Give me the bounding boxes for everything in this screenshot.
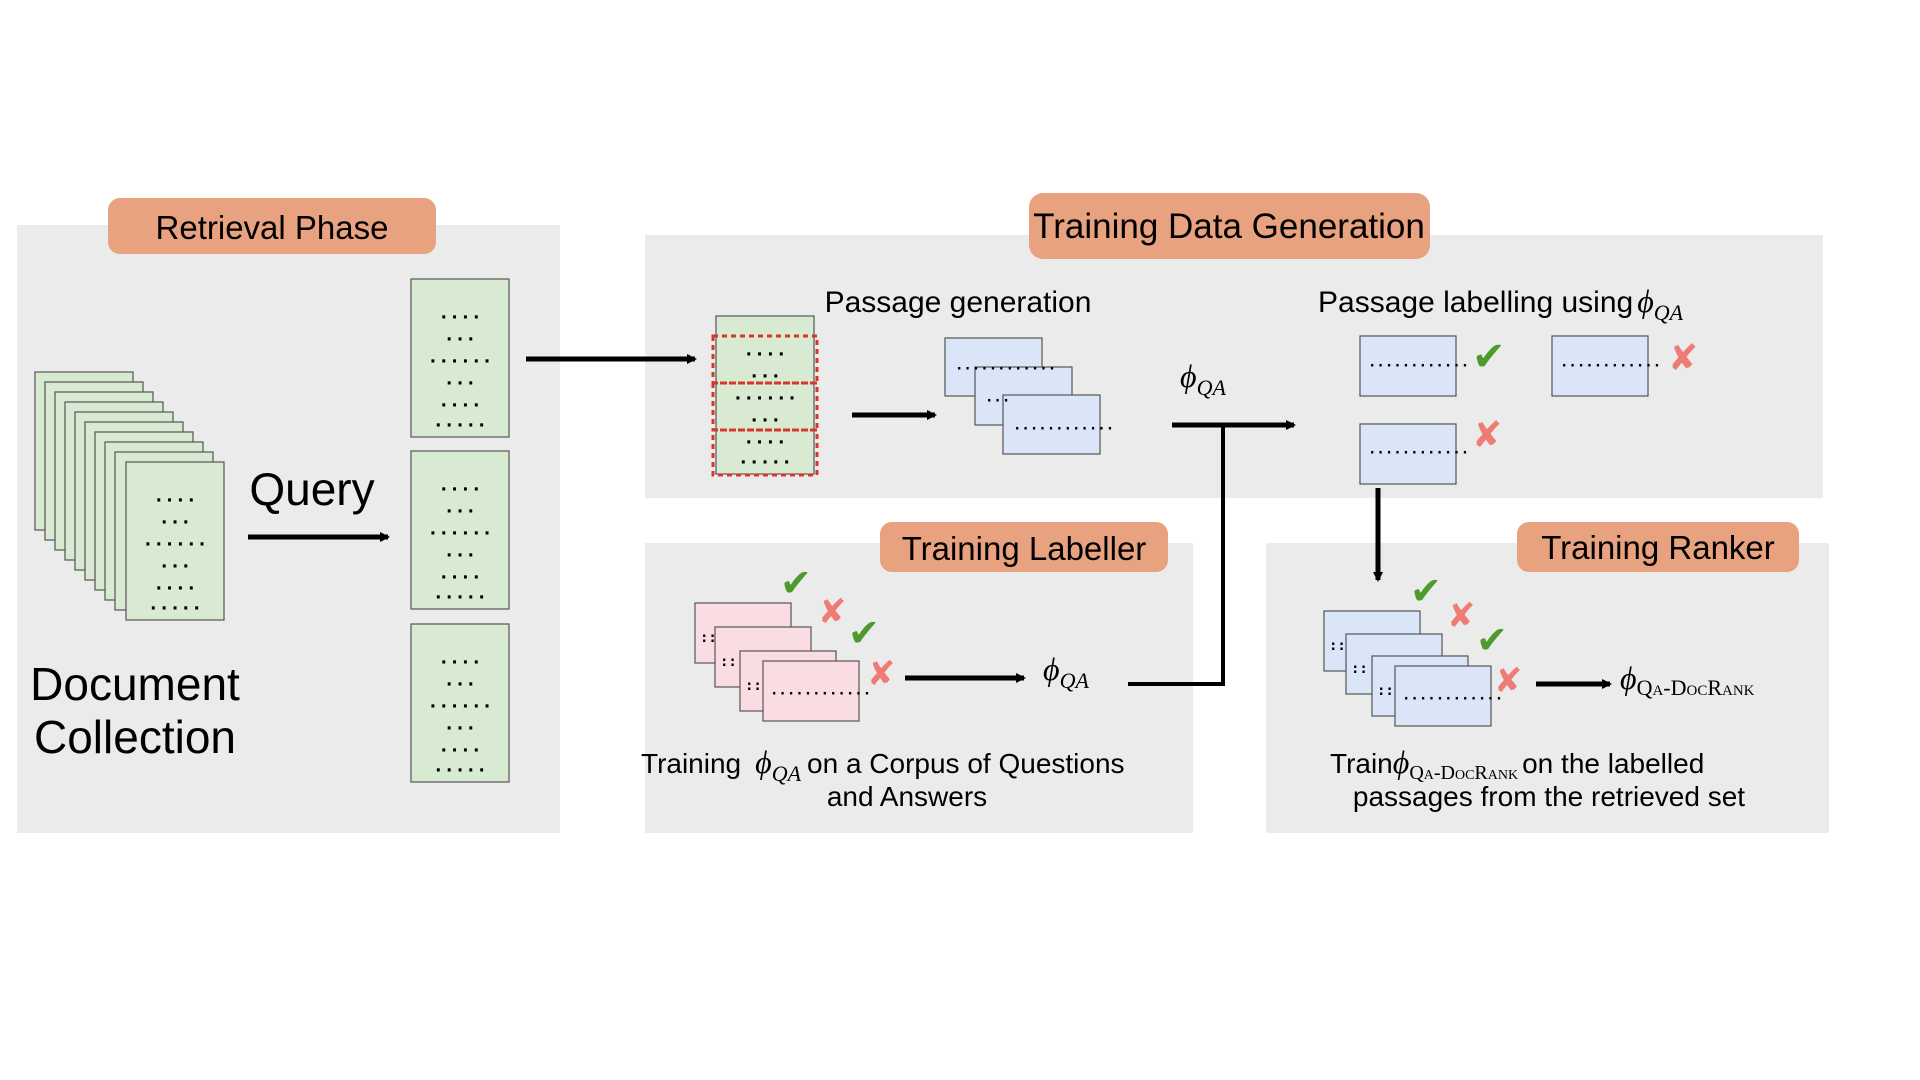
- labelled-passage-2: ············: [1551, 335, 1661, 397]
- check-icon: ✔: [1410, 569, 1442, 613]
- labeller-caption-line2: and Answers: [827, 781, 987, 812]
- labeller-to-generation-connector: [1128, 425, 1225, 686]
- svg-text:::: ::: [1377, 683, 1394, 699]
- svg-text:::: ::: [720, 654, 737, 670]
- cross-icon: ✘: [1494, 661, 1523, 701]
- generated-passages: ············ ··· ············: [944, 337, 1114, 455]
- ranker-caption-line2: passages from the retrieved set: [1353, 781, 1745, 812]
- check-icon: ✔: [1476, 618, 1508, 662]
- cross-icon: ✘: [818, 592, 847, 632]
- check-icon: ✔: [780, 561, 812, 605]
- labeller-title: Training Labeller: [902, 530, 1147, 567]
- generation-title: Training Data Generation: [1033, 207, 1425, 246]
- retrieval-title: Retrieval Phase: [156, 209, 389, 246]
- labeller-title-pill: [880, 522, 1168, 572]
- svg-text:::: ::: [1351, 661, 1368, 677]
- retrieved-document-2: [410, 450, 510, 610]
- ranker-title-pill: [1517, 522, 1799, 572]
- collection-label-line2: Collection: [34, 711, 236, 763]
- retrieval-title-pill: [108, 198, 436, 254]
- svg-text:············: ············: [1013, 421, 1114, 437]
- passage-generation-label: Passage generation: [825, 286, 1092, 319]
- svg-text:::: ::: [700, 630, 717, 646]
- svg-text:············: ············: [1402, 691, 1503, 707]
- cross-icon: ✘: [1447, 596, 1476, 636]
- labelled-passage-1: ············: [1359, 335, 1469, 397]
- svg-text:············: ············: [955, 361, 1056, 377]
- check-icon: ✔: [848, 611, 880, 655]
- phi-qa-labeller: ϕQA: [1043, 651, 1089, 693]
- cross-icon: ✘: [1668, 338, 1698, 379]
- check-icon: ✔: [1472, 334, 1506, 380]
- cross-icon: ✘: [1472, 415, 1502, 456]
- retrieved-document-3: [410, 623, 510, 783]
- labelled-passage-3: ············: [1359, 423, 1469, 485]
- svg-text:············: ············: [1368, 358, 1469, 374]
- collection-label-line1: Document: [30, 658, 240, 710]
- generation-title-pill: [1029, 193, 1430, 259]
- svg-text:············: ············: [1368, 445, 1469, 461]
- query-label: Query: [249, 463, 374, 515]
- phi-qa-generation: ϕQA: [1180, 358, 1226, 400]
- ranker-title: Training Ranker: [1541, 529, 1775, 566]
- ranker-passage-stack: :: :: :: ············: [1323, 610, 1503, 727]
- retrieved-document-1: [410, 278, 510, 438]
- segmented-document: [711, 315, 819, 477]
- document-collection-stack: [34, 371, 225, 621]
- labeller-panel: [645, 543, 1193, 833]
- qa-corpus-stack: :: :: :: ············: [694, 602, 871, 722]
- svg-text:::: ::: [745, 678, 762, 694]
- cross-icon: ✘: [867, 654, 896, 694]
- svg-text:::: ::: [1329, 638, 1346, 654]
- phi-qa-docrank: ϕQa-DocRank: [1620, 660, 1755, 700]
- svg-text:···: ···: [985, 393, 1010, 409]
- svg-text:············: ············: [1560, 358, 1661, 374]
- svg-text:············: ············: [770, 686, 871, 702]
